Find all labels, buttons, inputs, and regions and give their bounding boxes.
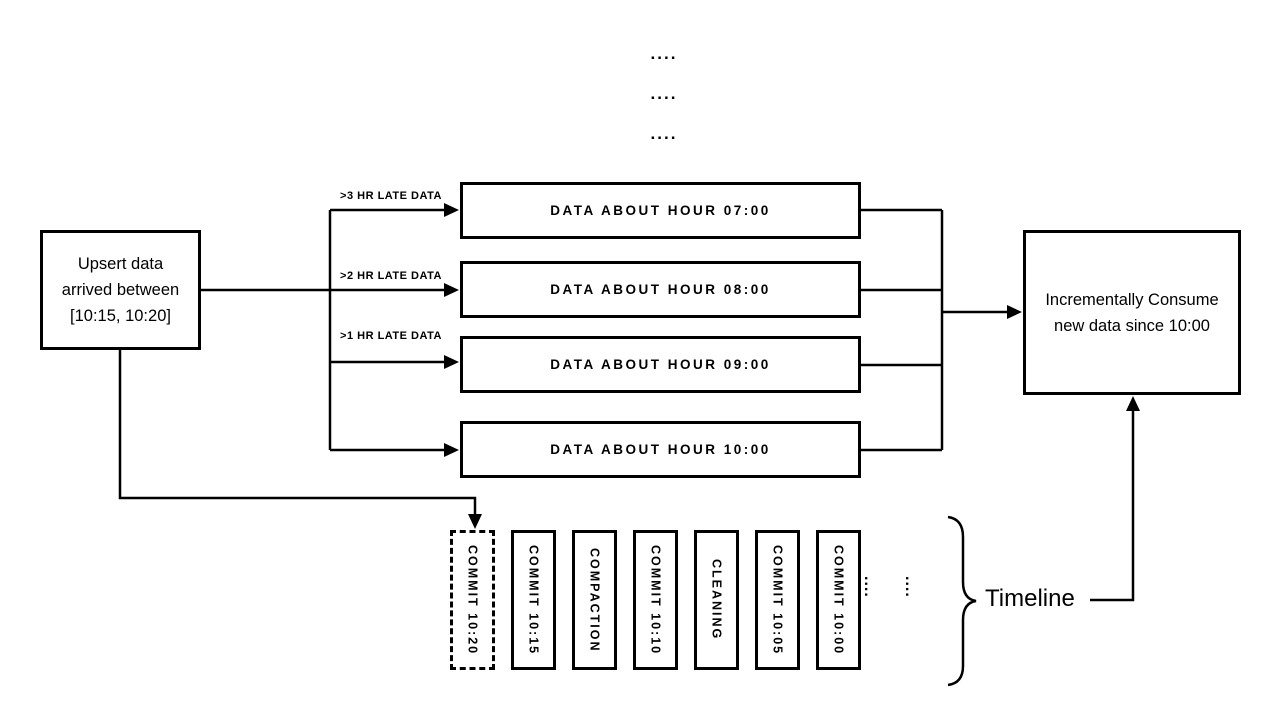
timeline-entry-commit-1020: COMMIT 10:20: [450, 530, 495, 670]
arrow-hour10-head: [444, 443, 459, 457]
timeline-brace: [947, 515, 977, 687]
timeline-entry-commit-1000: COMMIT 10:00: [816, 530, 861, 670]
arrow-consume-head: [1007, 305, 1022, 319]
arrow-late2-head: [444, 283, 459, 297]
hour-box-1000: DATA ABOUT HOUR 10:00: [460, 421, 861, 478]
timeline-ellipsis-dots: ....: [902, 576, 919, 598]
timeline-entry-commit-1015: COMMIT 10:15: [511, 530, 556, 670]
timeline-label: Timeline: [985, 585, 1075, 612]
upsert-data-box: Upsert data arrived between [10:15, 10:2…: [40, 230, 201, 350]
timeline-entry-commit-1010: COMMIT 10:10: [633, 530, 678, 670]
incremental-consume-box: Incrementally Consume new data since 10:…: [1023, 230, 1241, 395]
arrow-commit-head: [468, 514, 482, 529]
continuation-dots-row: ....: [650, 124, 678, 143]
arrow-late1-head: [444, 355, 459, 369]
hour-box-0900: DATA ABOUT HOUR 09:00: [460, 336, 861, 393]
hour-box-0700: DATA ABOUT HOUR 07:00: [460, 182, 861, 239]
late-data-label-3hr: >3 HR LATE DATA: [340, 190, 442, 202]
timeline-row: COMMIT 10:20 COMMIT 10:15 COMPACTION COM…: [450, 530, 861, 670]
connector-timeline-to-consume: [1090, 409, 1135, 602]
arrow-timeline-head: [1126, 396, 1140, 411]
late-data-label-1hr: >1 HR LATE DATA: [340, 330, 442, 342]
arrow-late3-head: [444, 203, 459, 217]
late-data-label-2hr: >2 HR LATE DATA: [340, 270, 442, 282]
hour-box-0800: DATA ABOUT HOUR 08:00: [460, 261, 861, 318]
connector-upsert-to-commit: [118, 350, 477, 517]
continuation-dots-row: ....: [650, 84, 678, 103]
timeline-ellipsis-dots: ....: [861, 576, 878, 598]
timeline-entry-commit-1005: COMMIT 10:05: [755, 530, 800, 670]
timeline-entry-cleaning: CLEANING: [694, 530, 739, 670]
continuation-dots-row: ....: [650, 44, 678, 63]
timeline-entry-compaction: COMPACTION: [572, 530, 617, 670]
